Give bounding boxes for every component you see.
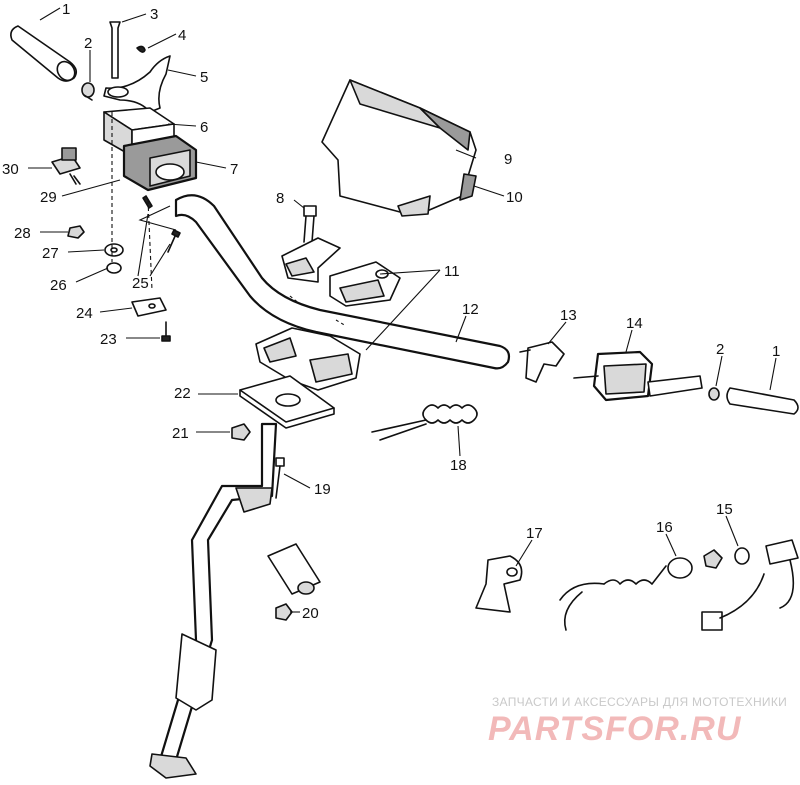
clamp-plate-24	[131, 297, 167, 317]
pivot-pin	[109, 21, 121, 79]
callout-16: 16	[656, 519, 673, 536]
washer-27	[104, 243, 124, 257]
assembly-guides	[111, 112, 177, 291]
throttle-housing	[122, 134, 198, 192]
callout-20: 20	[302, 605, 319, 622]
headlight-pod	[321, 79, 477, 217]
bar-end-right	[708, 387, 720, 401]
callout-26: 26	[50, 277, 67, 294]
callout-3: 3	[150, 6, 158, 23]
callout-1-right: 1	[772, 343, 780, 360]
lock-washer-26	[106, 262, 122, 274]
spacer-sleeve	[267, 543, 321, 595]
callout-7: 7	[230, 161, 238, 178]
grip-right	[726, 387, 799, 415]
callout-4: 4	[178, 27, 186, 44]
kill-switch	[51, 147, 81, 185]
steering-column	[149, 422, 278, 779]
coiled-cable-18	[371, 404, 478, 441]
callout-2-left: 2	[84, 35, 92, 52]
brake-lever-13	[519, 341, 565, 383]
callout-28: 28	[14, 225, 31, 242]
nut-21	[231, 423, 251, 441]
watermark-tagline: ЗАПЧАСТИ И АКСЕССУАРЫ ДЛЯ МОТОТЕХНИКИ	[492, 695, 787, 709]
callout-23: 23	[100, 331, 117, 348]
steering-plate-22	[239, 375, 335, 429]
screw-25	[167, 229, 181, 253]
handlebar	[174, 194, 511, 370]
clamp-bolt-8	[303, 205, 317, 243]
throttle-lever	[103, 55, 171, 113]
callout-15: 15	[716, 501, 733, 518]
callout-21: 21	[172, 425, 189, 442]
grip-left	[10, 25, 78, 82]
ignition-switch-15	[701, 539, 799, 631]
screw-29	[142, 195, 153, 209]
ignition-harness-16	[559, 549, 723, 631]
callout-9: 9	[504, 151, 512, 168]
upper-clamp-rear	[329, 261, 401, 307]
callout-10: 10	[506, 189, 523, 206]
callout-14: 14	[626, 315, 643, 332]
callout-5: 5	[200, 69, 208, 86]
callout-29: 29	[40, 189, 57, 206]
callout-18: 18	[450, 457, 467, 474]
watermark-brand: PARTSFOR.RU	[488, 710, 742, 748]
callout-30: 30	[2, 161, 19, 178]
callout-11: 11	[444, 263, 460, 280]
lower-clamp	[255, 327, 361, 391]
callout-6: 6	[200, 119, 208, 136]
callout-17: 17	[526, 525, 543, 542]
watermark: ЗАПЧАСТИ И АКСЕССУАРЫ ДЛЯ МОТОТЕХНИКИ PA…	[488, 695, 787, 748]
nut-20	[275, 603, 293, 621]
callout-12: 12	[462, 301, 479, 318]
callout-27: 27	[42, 245, 59, 262]
callout-25: 25	[132, 275, 149, 292]
callout-22: 22	[174, 385, 191, 402]
bar-end-left	[81, 82, 95, 101]
callout-2-right: 2	[716, 341, 724, 358]
callout-1-left: 1	[62, 1, 70, 18]
bolt-19	[275, 457, 285, 499]
retaining-clip	[136, 45, 146, 53]
bracket-17	[475, 555, 523, 613]
control-housing-14	[573, 350, 703, 402]
throttle-housing-cover	[103, 107, 175, 157]
callout-labels: 1 2 3 4 5 6 7 8 9 10 11 12 13 14 2 1 15 …	[2, 1, 780, 622]
callout-8: 8	[276, 190, 284, 207]
upper-clamp-front	[281, 237, 341, 283]
screw-23	[161, 321, 171, 342]
leader-lines	[28, 7, 777, 613]
callout-13: 13	[560, 307, 577, 324]
callout-24: 24	[76, 305, 93, 322]
nut-28	[67, 225, 85, 239]
callout-19: 19	[314, 481, 331, 498]
